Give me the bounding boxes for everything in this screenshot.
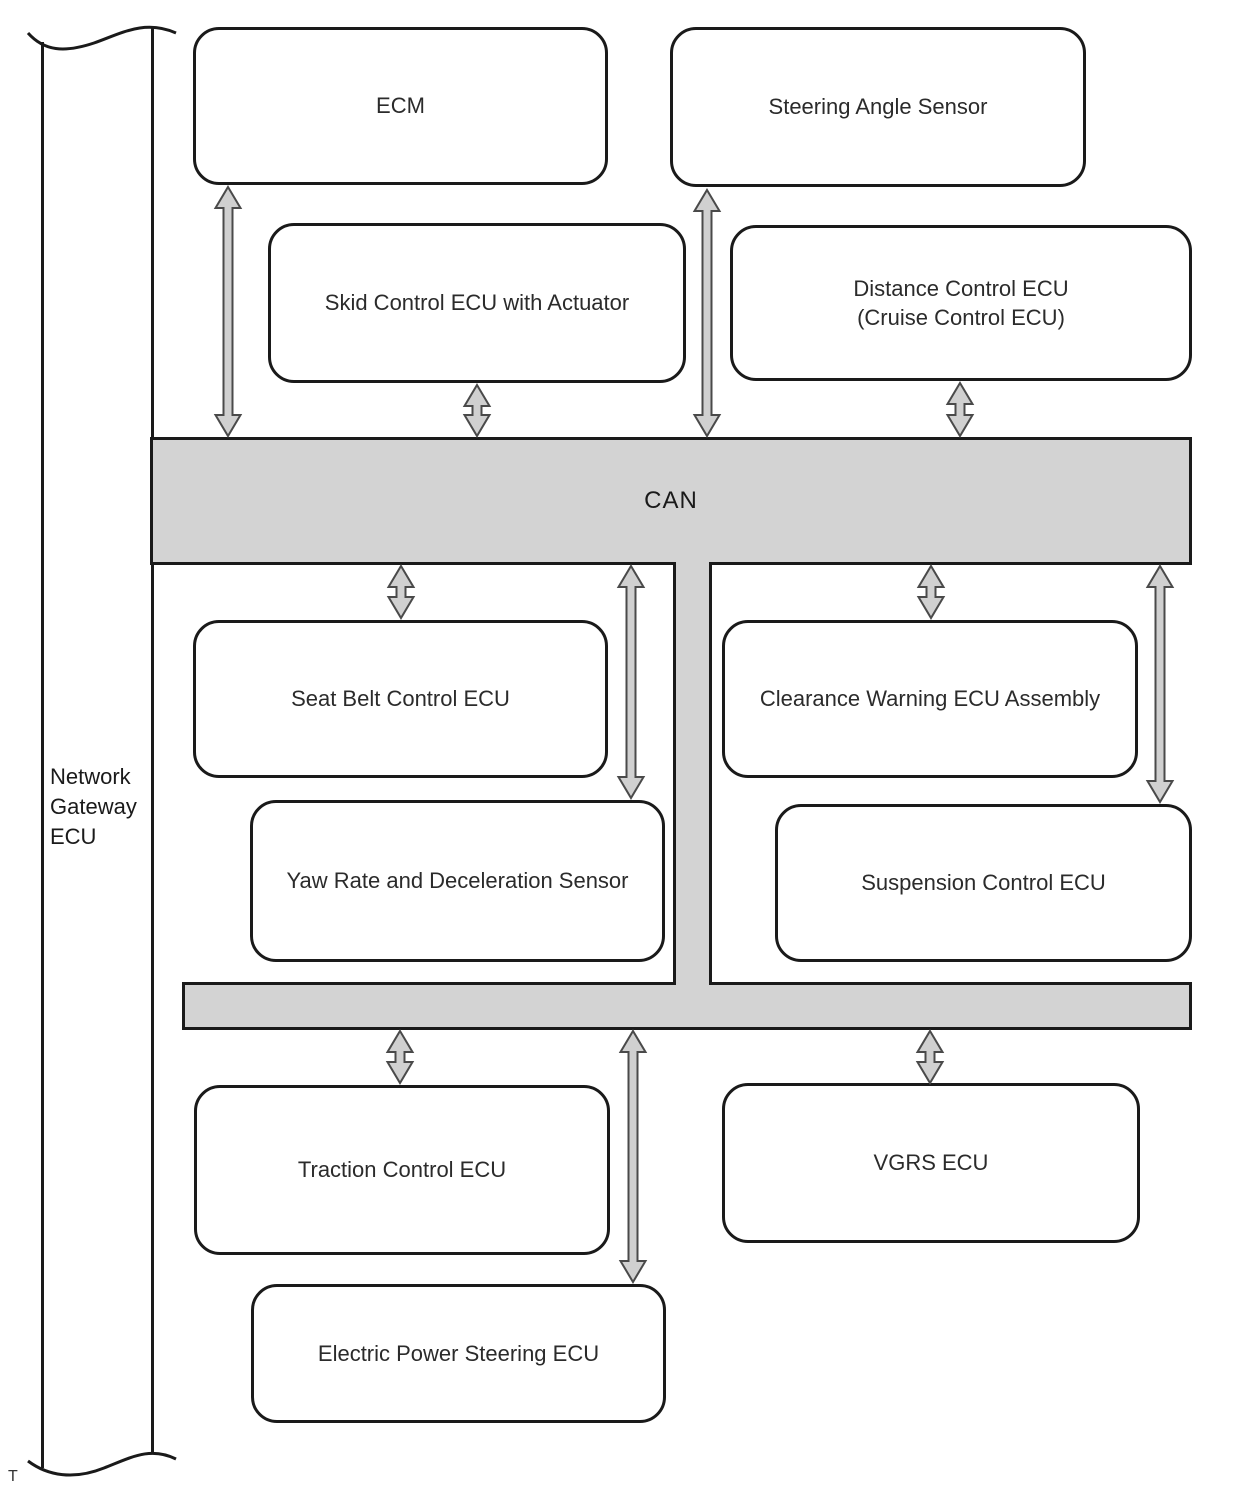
gateway-bar-torn-bottom bbox=[27, 1451, 177, 1477]
node-vgrs-ecu: VGRS ECU bbox=[722, 1083, 1140, 1243]
node-clearance-warning-ecu: Clearance Warning ECU Assembly bbox=[722, 620, 1138, 778]
arrow-can-yaw bbox=[616, 564, 646, 800]
node-skid-control-ecu: Skid Control ECU with Actuator bbox=[268, 223, 686, 383]
arrow-subbus-eps bbox=[618, 1029, 648, 1284]
can-bus-vertical-branch bbox=[673, 562, 712, 985]
arrow-can-clearance bbox=[916, 564, 946, 620]
arrow-can-seatbelt bbox=[386, 564, 416, 620]
node-ecm: ECM bbox=[193, 27, 608, 185]
gateway-bar-torn-top bbox=[26, 25, 177, 51]
node-electric-power-steering-ecu: Electric Power Steering ECU bbox=[251, 1284, 666, 1423]
node-steering-angle-sensor: Steering Angle Sensor bbox=[670, 27, 1086, 187]
node-seat-belt-control-ecu: Seat Belt Control ECU bbox=[193, 620, 608, 778]
arrow-distance-can bbox=[945, 381, 975, 438]
arrow-steering-can bbox=[692, 188, 722, 438]
arrow-ecm-can bbox=[213, 185, 243, 438]
corner-mark: T bbox=[8, 1468, 18, 1485]
arrow-subbus-vgrs bbox=[915, 1029, 945, 1085]
arrow-subbus-traction bbox=[385, 1029, 415, 1085]
can-bus-bar: CAN bbox=[150, 437, 1192, 565]
network-gateway-ecu-label: Network Gateway ECU bbox=[50, 764, 137, 849]
arrow-can-suspension bbox=[1145, 564, 1175, 804]
node-suspension-control-ecu: Suspension Control ECU bbox=[775, 804, 1192, 962]
can-sub-bus-bar bbox=[182, 982, 1192, 1030]
node-traction-control-ecu: Traction Control ECU bbox=[194, 1085, 610, 1255]
node-distance-control-ecu: Distance Control ECU (Cruise Control ECU… bbox=[730, 225, 1192, 381]
can-bus-label: CAN bbox=[644, 487, 698, 514]
node-yaw-rate-sensor: Yaw Rate and Deceleration Sensor bbox=[250, 800, 665, 962]
arrow-skid-can bbox=[462, 383, 492, 438]
